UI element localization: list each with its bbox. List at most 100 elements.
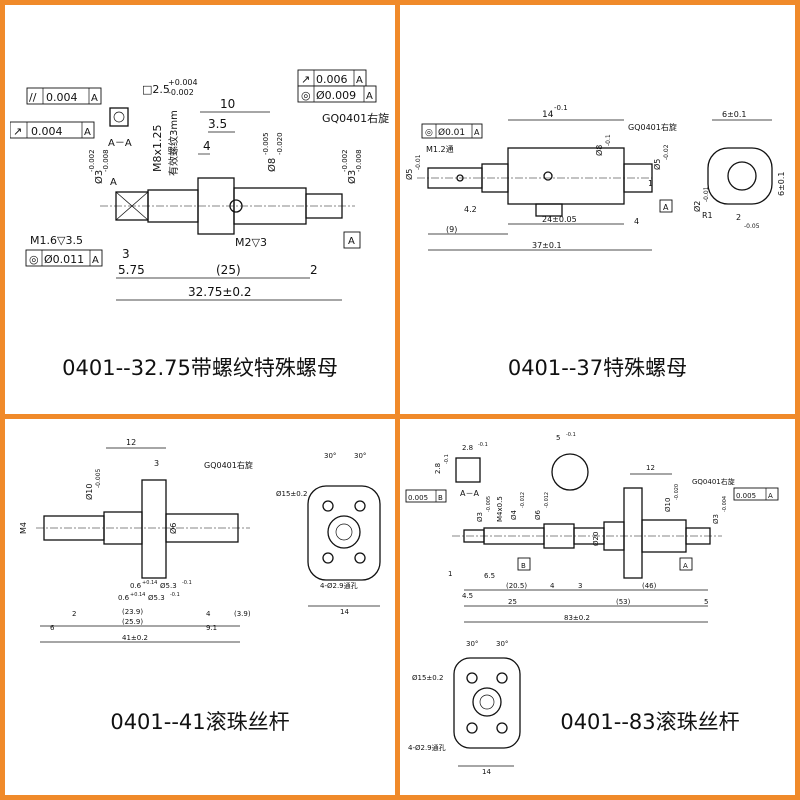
- svg-text:-0.01: -0.01: [415, 154, 422, 170]
- svg-text:1: 1: [648, 179, 653, 188]
- svg-text:24±0.05: 24±0.05: [542, 215, 577, 224]
- fcf-runout-right: ↗ 0.006 A: [297, 69, 367, 87]
- svg-text:+0.14: +0.14: [142, 580, 157, 586]
- svg-text:-0.02: -0.02: [663, 144, 670, 160]
- svg-text:A: A: [663, 203, 669, 212]
- caption-p2: 0401--37特殊螺母: [507, 356, 688, 380]
- svg-text:-0.05: -0.05: [744, 223, 760, 230]
- svg-text:0.6: 0.6: [118, 594, 130, 602]
- svg-text:-0.1: -0.1: [444, 454, 450, 464]
- svg-text:0.006: 0.006: [316, 73, 348, 86]
- svg-text:A: A: [91, 93, 98, 104]
- section-a-a-p4: A－A 2.8 -0.1 2.8 -0.1: [434, 442, 488, 498]
- svg-text:B: B: [521, 562, 526, 570]
- svg-text:Ø5.3: Ø5.3: [160, 582, 177, 590]
- svg-text:-0.002: -0.002: [168, 88, 194, 97]
- svg-text:14: 14: [340, 608, 349, 616]
- svg-text:-0.005: -0.005: [95, 468, 102, 488]
- svg-text:0.005: 0.005: [736, 492, 756, 500]
- svg-text:83±0.2: 83±0.2: [564, 614, 590, 622]
- svg-text:41±0.2: 41±0.2: [122, 634, 148, 642]
- svg-text:-0.1: -0.1: [478, 442, 488, 448]
- svg-text:-0.004: -0.004: [722, 496, 728, 512]
- vertical-divider: [395, 0, 400, 800]
- fcf-runout-right-p4: 0.005 A: [733, 487, 779, 501]
- section-a-a: A－A: [108, 107, 132, 149]
- svg-text:M1.2通: M1.2通: [426, 144, 454, 154]
- drawing-panel-1: // 0.004 A ↗ 0.004 A ↗ 0.006 A ◎ Ø0.009 …: [10, 69, 389, 301]
- flange-view-p3: 30° 30° Ø15±0.2 4-Ø2.9通孔 14: [276, 452, 381, 616]
- svg-text:-0.1: -0.1: [182, 580, 192, 586]
- svg-text:3: 3: [122, 247, 130, 261]
- svg-text:4: 4: [203, 139, 211, 153]
- dims-p4: Ø3 -0.005 M4x0.5 Ø4 -0.012 Ø6 -0.012 Ø20…: [448, 464, 779, 623]
- svg-text:-0.020: -0.020: [674, 484, 680, 500]
- svg-text:A: A: [92, 255, 99, 266]
- svg-text:(53): (53): [616, 598, 631, 606]
- svg-text:-0.002: -0.002: [341, 149, 349, 172]
- svg-text:9.1: 9.1: [206, 624, 217, 632]
- svg-text:A: A: [110, 177, 117, 188]
- svg-text:A: A: [84, 127, 91, 138]
- part-body-p4: [452, 487, 722, 579]
- svg-text:GQ0401右旋: GQ0401右旋: [204, 460, 253, 470]
- svg-text:32.75±0.2: 32.75±0.2: [188, 285, 252, 299]
- svg-text:Ø10: Ø10: [664, 498, 672, 512]
- svg-text:1: 1: [448, 570, 452, 578]
- svg-text:Ø4: Ø4: [510, 509, 518, 520]
- svg-text:-0.01: -0.01: [703, 186, 710, 202]
- svg-text:Ø6: Ø6: [168, 523, 178, 534]
- svg-text:4.5: 4.5: [462, 592, 473, 600]
- fcf-concentric-bottom: ◎ Ø0.011 A: [25, 249, 103, 267]
- svg-text:↗: ↗: [13, 125, 22, 138]
- svg-text:10: 10: [220, 97, 235, 111]
- svg-text:3: 3: [154, 459, 159, 468]
- svg-text:(25.9): (25.9): [122, 618, 143, 626]
- svg-text:30°: 30°: [354, 452, 366, 460]
- svg-text:30°: 30°: [496, 640, 508, 648]
- svg-text:Ø0.011: Ø0.011: [44, 253, 84, 266]
- svg-text:A－A: A－A: [108, 138, 132, 149]
- svg-text:+0.004: +0.004: [168, 78, 198, 87]
- svg-text:Ø0.009: Ø0.009: [316, 89, 356, 102]
- svg-text:-0.008: -0.008: [355, 149, 363, 172]
- square-dim: □2.5 +0.004 -0.002: [142, 78, 198, 97]
- svg-text:Ø3: Ø3: [712, 514, 720, 524]
- svg-text:A: A: [348, 236, 355, 247]
- svg-text:(20.5): (20.5): [506, 582, 527, 590]
- svg-text:M4x0.5: M4x0.5: [496, 496, 504, 522]
- caption-p3: 0401--41滚珠丝杆: [110, 710, 290, 734]
- drawing-panel-3: 12 3 GQ0401右旋 Ø10 -0.005 M4 Ø6 0.6 +0.14…: [19, 438, 381, 643]
- svg-text:A: A: [474, 128, 480, 137]
- svg-text:Ø2: Ø2: [692, 201, 702, 212]
- svg-text:□2.5: □2.5: [142, 83, 170, 96]
- svg-text:0.6: 0.6: [130, 582, 142, 590]
- svg-text:(25): (25): [216, 263, 241, 277]
- svg-text:-0.1: -0.1: [566, 432, 576, 438]
- svg-text:R1: R1: [702, 211, 713, 220]
- svg-text:0.004: 0.004: [31, 125, 63, 138]
- svg-text:Ø5: Ø5: [652, 159, 662, 170]
- svg-text:-0.1: -0.1: [605, 134, 612, 146]
- part-body-p1: [100, 177, 355, 235]
- svg-text:M4: M4: [19, 522, 28, 534]
- svg-text:(3.9): (3.9): [234, 610, 251, 618]
- svg-text:GQ0401右旋: GQ0401右旋: [628, 122, 677, 132]
- side-view-p2: 6±0.1 Ø2 -0.01 R1 2 -0.05 6±0.1: [692, 110, 786, 230]
- svg-text:0.005: 0.005: [408, 494, 428, 502]
- svg-text:2: 2: [310, 263, 318, 277]
- caption-p1: 0401--32.75带螺纹特殊螺母: [62, 356, 338, 380]
- svg-text:Ø3: Ø3: [93, 170, 105, 184]
- svg-text:A: A: [356, 75, 363, 86]
- svg-text:6±0.1: 6±0.1: [722, 110, 747, 119]
- svg-text:5: 5: [556, 434, 560, 442]
- svg-text:14: 14: [482, 768, 491, 776]
- dims-p1: 10 3.5 4 M8x1.25 有效螺纹3mm Ø8 -0.005 -0.02…: [25, 97, 389, 301]
- svg-text:3: 3: [578, 582, 582, 590]
- svg-text:Ø6: Ø6: [534, 509, 542, 520]
- fcf-concentric-p2: ◎ Ø0.01 A: [421, 123, 483, 139]
- svg-text:4-Ø2.9通孔: 4-Ø2.9通孔: [320, 581, 358, 590]
- svg-text:4: 4: [550, 582, 555, 590]
- svg-text:37±0.1: 37±0.1: [532, 241, 562, 250]
